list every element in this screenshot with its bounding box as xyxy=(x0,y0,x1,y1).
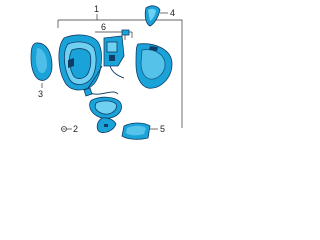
callout-4-label: 4 xyxy=(170,8,175,18)
callout-3-label: 3 xyxy=(38,89,43,99)
mirror-housing xyxy=(58,34,102,91)
mirror-actuator xyxy=(103,29,130,67)
assembly-bracket xyxy=(57,14,183,128)
mirror-assembly-diagram: 1 6 3 4 xyxy=(30,4,183,140)
callout-2-label: 2 xyxy=(73,124,78,134)
mirror-gasket xyxy=(121,122,151,140)
mounting-screw xyxy=(61,126,67,132)
turn-signal-lamp xyxy=(144,5,161,27)
callout-6-label: 6 xyxy=(101,22,106,32)
mirror-base xyxy=(89,96,122,133)
mirror-glass xyxy=(30,42,53,81)
mirror-cover-cap xyxy=(135,43,173,89)
callout-1-label: 1 xyxy=(94,4,99,14)
wiring-harness xyxy=(83,65,125,97)
callout-5-label: 5 xyxy=(160,124,165,134)
